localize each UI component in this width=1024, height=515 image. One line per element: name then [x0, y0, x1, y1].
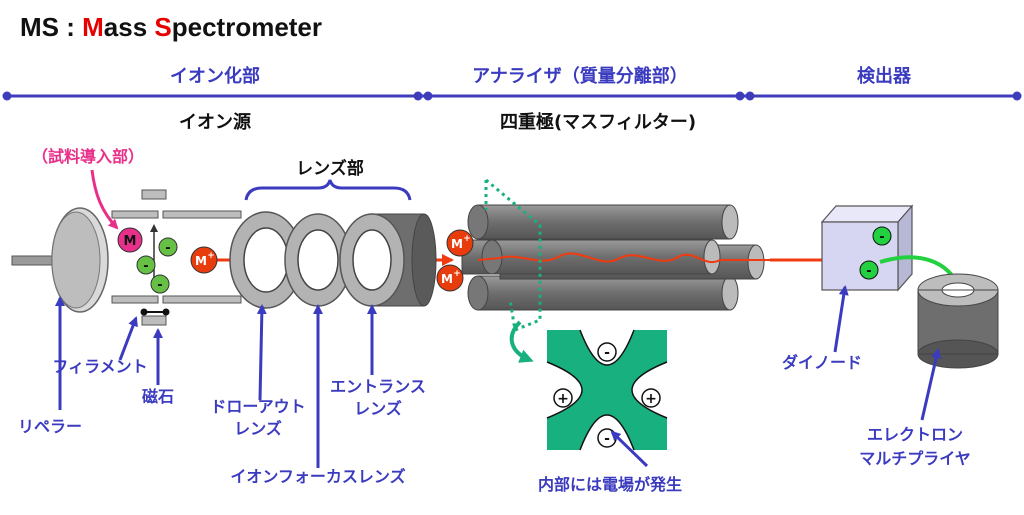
- svg-text:+: +: [557, 391, 569, 407]
- molecular-ion-quad-1: M +: [446, 229, 474, 257]
- drawout-lens-label-1: ドローアウト: [210, 397, 305, 416]
- section-timeline: [2, 91, 1022, 101]
- filament-label: フィラメント: [52, 357, 147, 376]
- svg-text:+: +: [645, 391, 657, 407]
- svg-text:+: +: [207, 251, 215, 261]
- sample-molecule-m: M: [117, 227, 143, 253]
- electron-negative-2: -: [136, 255, 156, 275]
- page-title: MS : Mass Spectrometer: [20, 12, 322, 42]
- ion-trajectory: [477, 252, 770, 263]
- entrance-lens: [339, 213, 437, 307]
- focus-lens-label: イオンフォーカスレンズ: [230, 467, 405, 486]
- section-label-ion-source-part: イオン化部: [170, 65, 260, 87]
- svg-text:-: -: [604, 431, 610, 447]
- repeller: [11, 207, 109, 313]
- sub-label-quadrupole: 四重極(マスフィルター): [500, 111, 696, 133]
- focus-lens: [284, 213, 352, 307]
- svg-text:+: +: [463, 234, 471, 244]
- svg-text:-: -: [165, 241, 170, 256]
- lens-part-label: レンズ部: [296, 158, 364, 179]
- entrance-lens-label-1: エントランス: [330, 377, 426, 396]
- electron-negative-3: -: [150, 274, 170, 294]
- svg-text:M: M: [441, 272, 453, 286]
- drawout-lens-label-2: レンズ: [234, 419, 282, 438]
- sample-inlet-label: （試料導入部）: [32, 147, 144, 166]
- svg-text:-: -: [143, 259, 148, 274]
- cross-section-arrow: [509, 320, 534, 363]
- molecular-ion-source: M +: [190, 246, 218, 274]
- entrance-lens-label-2: レンズ: [354, 399, 402, 418]
- svg-text:-: -: [157, 278, 162, 293]
- section-label-detector: 検出器: [857, 65, 912, 87]
- filament: [140, 308, 170, 316]
- electron-multiplier-label-2: マルチプライヤ: [859, 449, 971, 468]
- svg-text:M: M: [451, 237, 463, 251]
- magnet-label: 磁石: [142, 387, 174, 406]
- electron-negative-1: -: [158, 237, 178, 257]
- svg-text:-: -: [604, 345, 610, 361]
- svg-text:-: -: [879, 230, 884, 245]
- svg-text:M: M: [195, 254, 207, 268]
- sub-label-ion-source: イオン源: [179, 111, 251, 133]
- section-label-analyzer: アナライザ（質量分離部）: [472, 65, 688, 87]
- electron-multiplier: [917, 273, 999, 369]
- dynode-label: ダイノード: [782, 353, 862, 372]
- molecular-ion-quad-2: M +: [436, 264, 464, 292]
- svg-text:+: +: [453, 269, 461, 279]
- quadrupole-cross-section: - - + +: [546, 329, 668, 451]
- dynode: - -: [820, 204, 914, 292]
- sample-inlet-arrow: [90, 169, 119, 230]
- drawout-lens: [229, 211, 303, 309]
- field-note-label: 内部には電場が発生: [538, 475, 682, 494]
- lens-part-brace: [244, 179, 412, 201]
- svg-text:M: M: [124, 234, 137, 249]
- svg-text:-: -: [866, 264, 871, 279]
- repeller-label: リペラー: [18, 417, 82, 436]
- ion-source-chamber: [111, 189, 242, 326]
- callout-arrows: [55, 285, 942, 468]
- electron-multiplier-label-1: エレクトロン: [867, 425, 963, 444]
